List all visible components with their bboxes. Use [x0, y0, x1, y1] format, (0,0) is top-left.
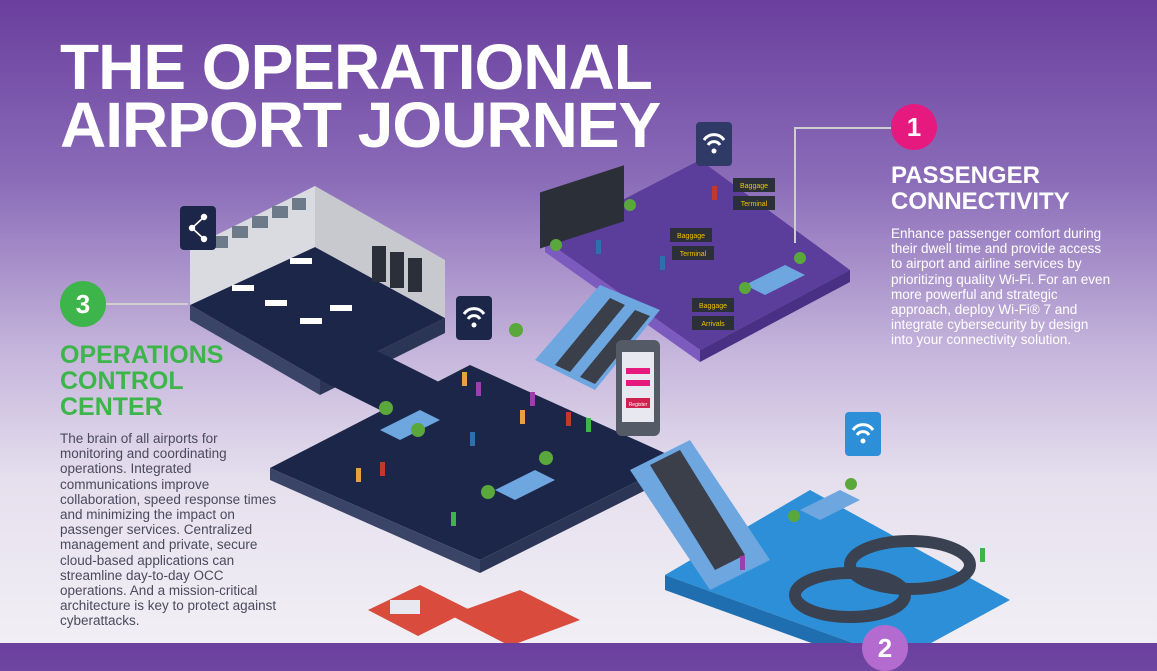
title-line-1: THE OPERATIONAL [60, 31, 653, 103]
section-1-body: Enhance passenger comfort during their d… [891, 226, 1111, 348]
airport-illustration: Register Baggage Terminal Baggage Termin… [180, 122, 1010, 643]
connector-3-horizontal [106, 303, 188, 305]
baggage-level [665, 490, 1010, 643]
section-3-body: The brain of all airports for monitoring… [60, 431, 277, 629]
section-1-badge: 1 [891, 104, 937, 150]
svg-text:Terminal: Terminal [680, 251, 707, 258]
travelers [356, 186, 985, 570]
svg-text:Terminal: Terminal [741, 201, 768, 208]
plants [379, 199, 857, 522]
operations-control-room [190, 186, 445, 395]
wifi-icon [696, 122, 732, 166]
section-3-badge: 3 [60, 281, 106, 327]
smartphone: Register [616, 340, 660, 436]
title-line-2: AIRPORT JOURNEY [60, 89, 661, 161]
svg-text:Baggage: Baggage [677, 233, 705, 240]
connector-1-vertical [794, 127, 796, 243]
phone-register-label: Register [629, 402, 648, 408]
concourse-floor [270, 365, 680, 573]
svg-text:Baggage: Baggage [699, 303, 727, 310]
network-share-icon [180, 206, 216, 250]
helipad-building [368, 585, 580, 643]
svg-text:Baggage: Baggage [740, 183, 768, 190]
baggage-sign-mid: Baggage Terminal [670, 228, 714, 260]
section-2-badge: 2 [862, 625, 908, 671]
arrivals-sign: Baggage Arrivals [692, 298, 734, 330]
section-1-heading: PASSENGER CONNECTIVITY [891, 162, 1070, 215]
wifi-icon [456, 296, 492, 340]
section-3-heading: OPERATIONS CONTROL CENTER [60, 341, 224, 421]
connector-1-horizontal [794, 127, 892, 129]
svg-text:Arrivals: Arrivals [701, 321, 725, 328]
escalator-upper [535, 285, 660, 390]
baggage-sign-upper: Baggage Terminal [733, 178, 775, 210]
escalator-lower [630, 440, 770, 590]
wifi-icon [845, 412, 881, 456]
benches [380, 265, 860, 520]
page-title: THE OPERATIONAL AIRPORT JOURNEY [60, 31, 661, 161]
